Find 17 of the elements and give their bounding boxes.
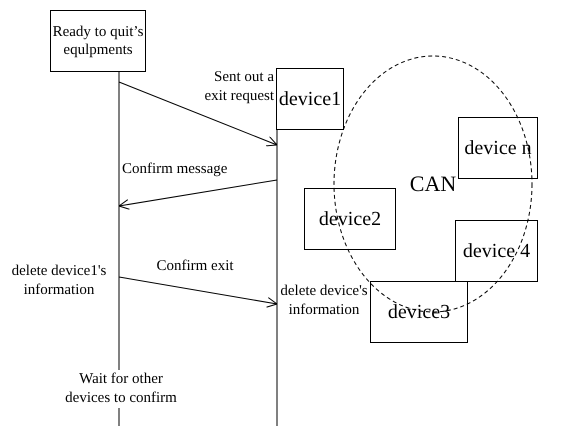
edge-label: Confirm message [122,160,228,179]
node-label: Ready to quit’s equlpments [52,23,144,59]
node-label: device 4 [462,239,530,263]
arrow [118,276,278,308]
arrow [118,82,278,146]
node-label: device n [464,136,532,160]
device-box [304,188,396,250]
device-box [455,220,538,282]
network-label: CAN [410,170,456,198]
arrow [118,180,278,210]
edge-label: Confirm exit [155,257,235,276]
node-label: device1 [278,87,342,111]
device-box [458,117,538,179]
edge-label: Sent out a exit request [203,68,274,106]
node-label: device3 [388,300,450,324]
device-box [370,281,468,343]
node-label: device2 [318,207,382,231]
